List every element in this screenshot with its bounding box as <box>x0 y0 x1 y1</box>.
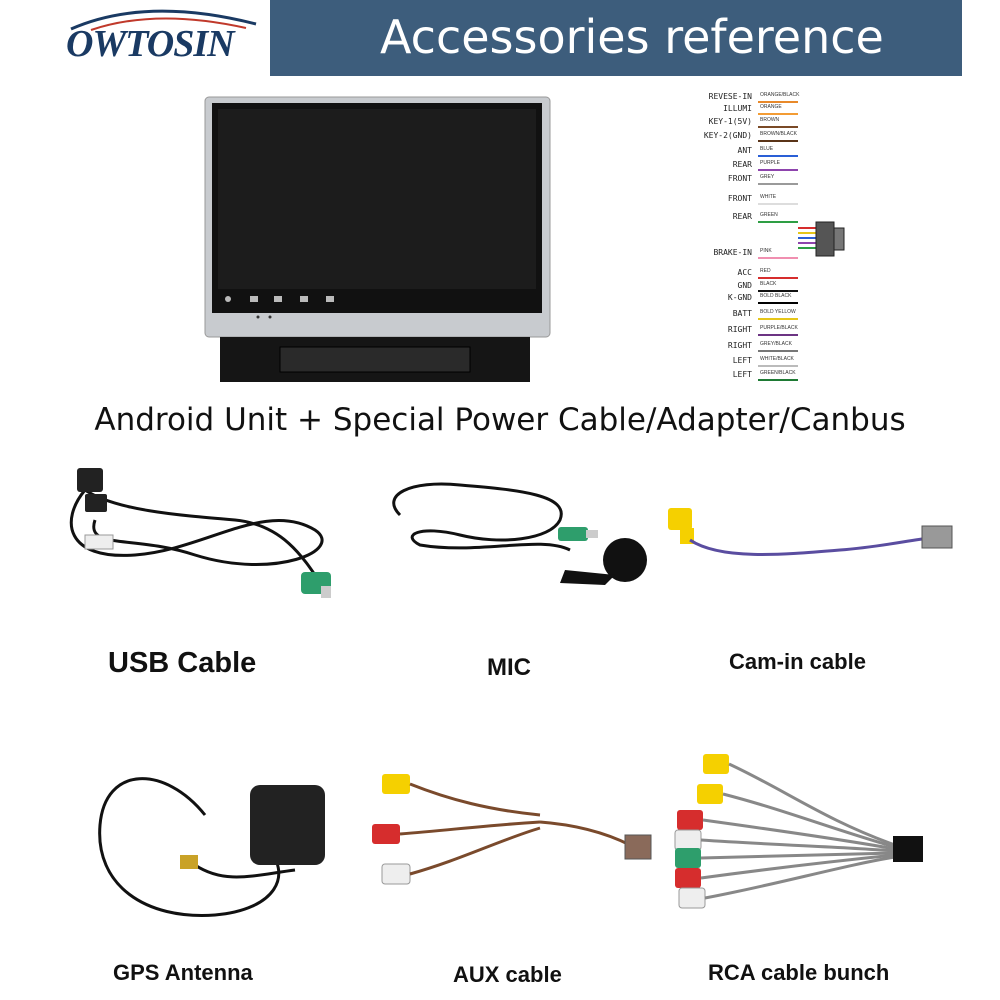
wire-row: BRAKE-IN PINK <box>700 248 800 262</box>
wire-line <box>758 290 798 292</box>
wire-line <box>758 379 798 381</box>
wire-label: LEFT <box>732 370 752 379</box>
page-title: Accessories reference <box>380 10 884 64</box>
wire-label: ANT <box>737 146 752 155</box>
wire-color-name: PURPLE <box>760 160 781 166</box>
wire-color-name: WHITE <box>760 194 777 200</box>
wire-row: REVESE-IN ORANGE/BLACK <box>700 92 800 106</box>
wire-row: REAR PURPLE <box>700 160 800 174</box>
wire-row: K-GND BOLD BLACK <box>700 293 800 307</box>
wiring-connector-plug <box>798 221 845 257</box>
wire-label: ACC <box>737 268 752 277</box>
wire-line <box>758 318 798 320</box>
aux-cable-image <box>372 774 652 885</box>
wire-label: K-GND <box>727 293 752 302</box>
wire-label: KEY-1(5V) <box>708 117 752 126</box>
rca-cable-bunch-image <box>674 754 923 909</box>
wire-label: BATT <box>732 309 752 318</box>
wire-row: FRONT WHITE <box>700 194 800 208</box>
wire-color-name: BLACK <box>760 281 777 287</box>
wire-row: RIGHT PURPLE/BLACK <box>700 325 800 339</box>
wire-line <box>758 302 798 304</box>
wire-color-name: BLUE <box>760 146 774 152</box>
wire-label: FRONT <box>727 194 752 203</box>
wire-row: GND BLACK <box>700 281 800 295</box>
wire-label: ILLUMI <box>723 104 752 113</box>
wire-label: FRONT <box>727 174 752 183</box>
wire-color-name: GREY <box>760 174 775 180</box>
wire-line <box>758 101 798 103</box>
wire-color-name: GREY/BLACK <box>760 341 792 347</box>
wire-line <box>758 221 798 223</box>
wire-line <box>758 334 798 336</box>
gps-antenna-image <box>98 777 325 917</box>
wire-line <box>758 155 798 157</box>
wire-label: BRAKE-IN <box>713 248 752 257</box>
accessory-caption-cam: Cam-in cable <box>729 649 866 674</box>
accessory-caption-aux: AUX cable <box>453 962 562 987</box>
wire-row: LEFT GREEN/BLACK <box>700 370 800 384</box>
accessory-caption-mic: MIC <box>487 654 531 681</box>
mic-image <box>392 482 647 585</box>
wire-row: KEY-1(5V) BROWN <box>700 117 800 131</box>
usb-cable-image <box>69 468 331 598</box>
wire-color-name: BROWN/BLACK <box>760 131 797 137</box>
wire-color-name: GREEN/BLACK <box>760 370 796 376</box>
wire-color-name: GREEN <box>760 212 778 218</box>
logo-area <box>56 0 270 76</box>
wire-line <box>758 203 798 205</box>
wire-line <box>758 183 798 185</box>
wire-color-name: BOLD YELLOW <box>760 309 796 315</box>
wire-label: GND <box>737 281 752 290</box>
accessory-caption-rca: RCA cable bunch <box>708 960 890 985</box>
wire-line <box>758 257 798 259</box>
wire-color-name: PINK <box>760 248 772 254</box>
wire-line <box>758 126 798 128</box>
wire-row: RIGHT GREY/BLACK <box>700 341 800 355</box>
wire-color-name: ORANGE/BLACK <box>760 92 800 98</box>
wire-line <box>758 169 798 171</box>
main-caption: Android Unit + Special Power Cable/Adapt… <box>94 402 906 438</box>
wire-row: FRONT GREY <box>700 174 800 188</box>
wire-row: BATT BOLD YELLOW <box>700 309 800 323</box>
wire-row: LEFT WHITE/BLACK <box>700 356 800 370</box>
android-head-unit-image <box>204 96 551 382</box>
wire-color-name: BOLD BLACK <box>760 293 792 299</box>
wire-label: RIGHT <box>727 325 752 334</box>
wire-row: ANT BLUE <box>700 146 800 160</box>
wire-label: LEFT <box>732 356 752 365</box>
wire-line <box>758 365 798 367</box>
wire-color-name: ORANGE <box>760 104 782 110</box>
wire-color-name: BROWN <box>760 117 780 123</box>
wire-row: KEY-2(GND) BROWN/BLACK <box>700 131 800 145</box>
wire-line <box>758 140 798 142</box>
wire-color-name: WHITE/BLACK <box>760 356 794 362</box>
wire-line <box>758 113 798 115</box>
logo-swoosh-icon <box>70 9 257 31</box>
wire-label: RIGHT <box>727 341 752 350</box>
wire-color-name: RED <box>760 268 771 274</box>
cam-in-cable-image <box>668 508 953 556</box>
accessory-caption-gps: GPS Antenna <box>113 960 253 985</box>
wire-line <box>758 350 798 352</box>
brand-logo: OWTOSIN <box>66 23 235 65</box>
wire-label: REAR <box>732 212 752 221</box>
wire-row: REAR GREEN <box>700 212 800 226</box>
wire-label: REAR <box>732 160 752 169</box>
wire-line <box>758 277 798 279</box>
wire-row: ACC RED <box>700 268 800 282</box>
wire-color-name: PURPLE/BLACK <box>760 325 798 331</box>
wire-label: KEY-2(GND) <box>703 131 752 140</box>
wire-label: REVESE-IN <box>708 92 752 101</box>
accessory-caption-usb: USB Cable <box>108 647 257 679</box>
wire-row: ILLUMI ORANGE <box>700 104 800 118</box>
